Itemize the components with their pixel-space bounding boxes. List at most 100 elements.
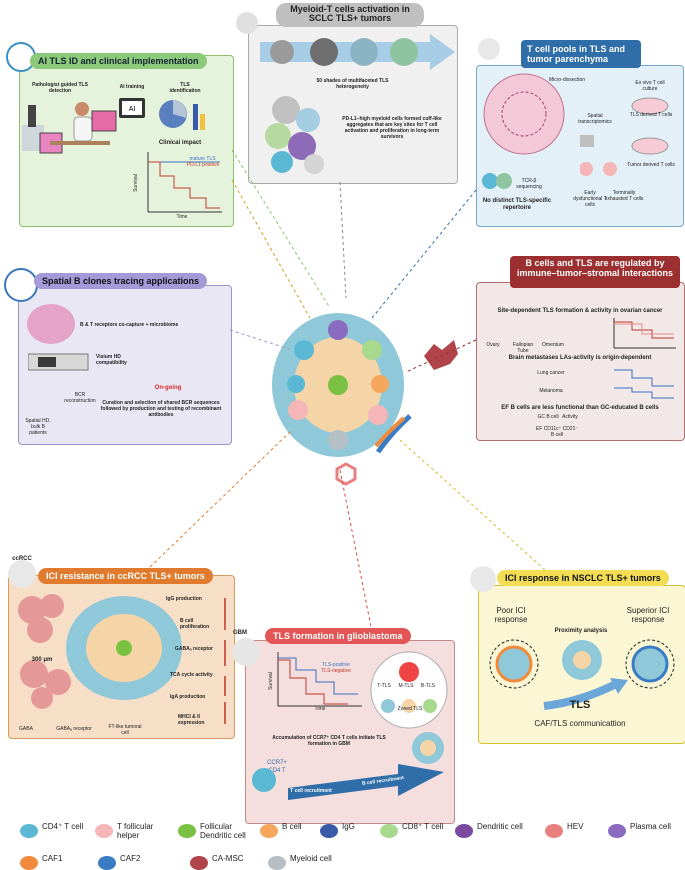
pdl1-positive-legend: PD-L1 positive (186, 162, 220, 168)
tca-label: TCA cycle activity (170, 672, 213, 678)
pathologist-label: Pathologist guided TLS detection (32, 82, 88, 94)
central-tls-illustration (272, 313, 404, 457)
gbm-tag: GBM (233, 630, 247, 636)
ex-vivo-label: Ex vivo T cell culture (635, 80, 665, 92)
legend-swatch (455, 824, 473, 838)
activity-label: Activity (562, 414, 578, 420)
site-dependent-label: Site-dependent TLS formation & activity … (497, 308, 663, 314)
t-pools-title: T cell pools in TLS and tumor parenchyma (521, 40, 641, 68)
ai-survival-plot (147, 152, 222, 213)
myeloid-title: Myeloid-T cells activation in SCLC TLS+ … (276, 3, 424, 27)
legend-swatch (20, 856, 38, 870)
igg-production-label: IgG production (166, 596, 202, 602)
recruitment-arrow (252, 764, 444, 800)
heterogeneity-label: 50 shades of multifaceted TLS heterogene… (316, 78, 389, 90)
ef-cell-label: EF CD11c⁺ CD21⁻ B cell (535, 426, 579, 438)
micro-dissection-label: Micro-dissection (548, 77, 586, 83)
spatial-cells (580, 135, 617, 176)
legend-swatch (98, 856, 116, 870)
legend-label: HEV (567, 822, 584, 831)
legend-label: T follicular helper (117, 822, 154, 840)
center-ca-msc (424, 340, 458, 370)
curation-label: Curation and selection of shared BCR seq… (100, 400, 222, 418)
legend-label: Myeloid cell (290, 854, 332, 863)
legend-swatch (260, 824, 278, 838)
ovary-label: Ovary (486, 342, 500, 348)
pathologist-illustration (22, 102, 117, 154)
legend-label: CAF1 (42, 854, 63, 863)
gbm-xlabel: Time (314, 706, 326, 712)
ai-tls-title: AI TLS ID and clinical implementation (30, 53, 207, 69)
legend-label: B cell (282, 822, 302, 831)
pdl1-myeloid-text: PD-L1–high myeloid cells formed cuff-lik… (342, 116, 442, 140)
legend-swatch (545, 824, 563, 838)
center-hev (335, 462, 357, 486)
culture-dishes (631, 97, 669, 155)
legend-swatch (190, 856, 208, 870)
bcr-reconstruction-label: BCR reconstruction (64, 392, 96, 404)
ccrcc-tag: ccRCC (12, 556, 32, 562)
melanoma-label: Melanoma (539, 388, 563, 394)
gaba-receptor-legend: GABAₐ receptor (56, 726, 92, 732)
brain-curves (614, 369, 674, 399)
fallopian-label: Fallopian Tube (512, 342, 534, 354)
tcr-cluster (482, 173, 512, 189)
legend-swatch (380, 824, 398, 838)
nsclc-title: ICI response in NSCLC TLS+ tumors (497, 570, 669, 586)
nsclc-tls-circles (489, 639, 675, 689)
gaba-receptor-label: GABAₐ receptor (175, 646, 214, 652)
proximity-label: Proximity analysis (554, 628, 608, 634)
tls-label-nsclc: TLS (569, 699, 591, 711)
tls-negative-legend: TLS-negative (321, 668, 351, 674)
gbm-survival-plot (277, 652, 362, 707)
gbm-cluster (412, 732, 444, 764)
legend-swatch (95, 824, 113, 838)
brain-mets-label: Brain metastases LAs-activity is origin-… (508, 355, 652, 361)
zoned-tls-label: Zoned TLS (397, 706, 423, 712)
gc-b-label: GC B cell (537, 414, 559, 420)
tumor-derived-label: Tumor derived T cells (627, 162, 675, 168)
ongoing-label: On-going (154, 385, 182, 391)
terminally-exhausted-label: Terminally exhausted T cells (604, 190, 644, 202)
zoned-tls-circle (370, 651, 448, 729)
b-cells-title: B cells and TLS are regulated by immune–… (510, 256, 680, 288)
t-recruitment-label: T cell recruitment (290, 788, 332, 794)
legend-swatch (20, 824, 38, 838)
ovarian-curves (613, 318, 676, 349)
gaba-legend: GABA (19, 726, 33, 732)
ccrcc-tissue (18, 594, 182, 709)
mature-tls-legend: mature TLS (189, 156, 216, 162)
lung-cancer-label: Lung cancer (537, 370, 565, 376)
b-tls-label: B-TLS (420, 683, 436, 689)
tissue-section (483, 73, 565, 155)
spatial-transcriptomics-label: Spatial transcriptomics (578, 113, 612, 125)
legend-label: CD8⁺ T cell (402, 822, 444, 831)
caf-tls-arrow (543, 678, 628, 710)
brain-icon (232, 638, 260, 666)
tcr-seq-label: TCR-β sequencing (516, 178, 542, 190)
svg-text:AI: AI (129, 106, 136, 113)
omentum-label: Omentum (542, 342, 564, 348)
tissue-stain (27, 304, 75, 344)
lungs-icon-2 (478, 38, 500, 60)
legend-swatch (320, 824, 338, 838)
ccrcc-arrows (224, 598, 226, 724)
visium-label: Visium HD compatibility (96, 354, 127, 366)
legend-swatch (178, 824, 196, 838)
gbm-ylabel: Survival (268, 672, 274, 690)
legend-label: Plasma cell (630, 822, 671, 831)
ai-survival-xlabel: Time (176, 214, 188, 220)
superior-response-label: Superior ICI response (626, 606, 670, 624)
visium-slide (28, 353, 89, 371)
tls-positive-legend: TLS-positive (322, 662, 350, 668)
spatial-hd-label: Spatial HD, bulk B patients (25, 418, 51, 436)
accumulation-label: Accumulation of CCR7⁺ CD4 T cells initia… (272, 735, 386, 747)
legend-label: CA-MSC (212, 854, 244, 863)
legend-label: IgG (342, 822, 355, 831)
poor-response-label: Poor ICI response (494, 606, 528, 624)
ccrcc-title: ICI resistance in ccRCC TLS+ tumors (38, 568, 213, 584)
legend-label: Dendritic cell (477, 822, 523, 831)
gbm-title: TLS formation in glioblastoma (265, 628, 411, 644)
